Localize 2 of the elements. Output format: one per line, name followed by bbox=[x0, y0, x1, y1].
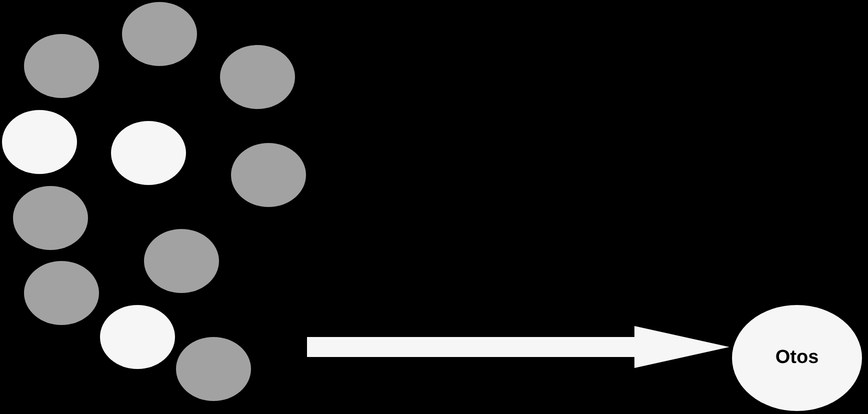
block-arrow bbox=[307, 326, 730, 368]
node-label: Otos bbox=[775, 347, 819, 369]
